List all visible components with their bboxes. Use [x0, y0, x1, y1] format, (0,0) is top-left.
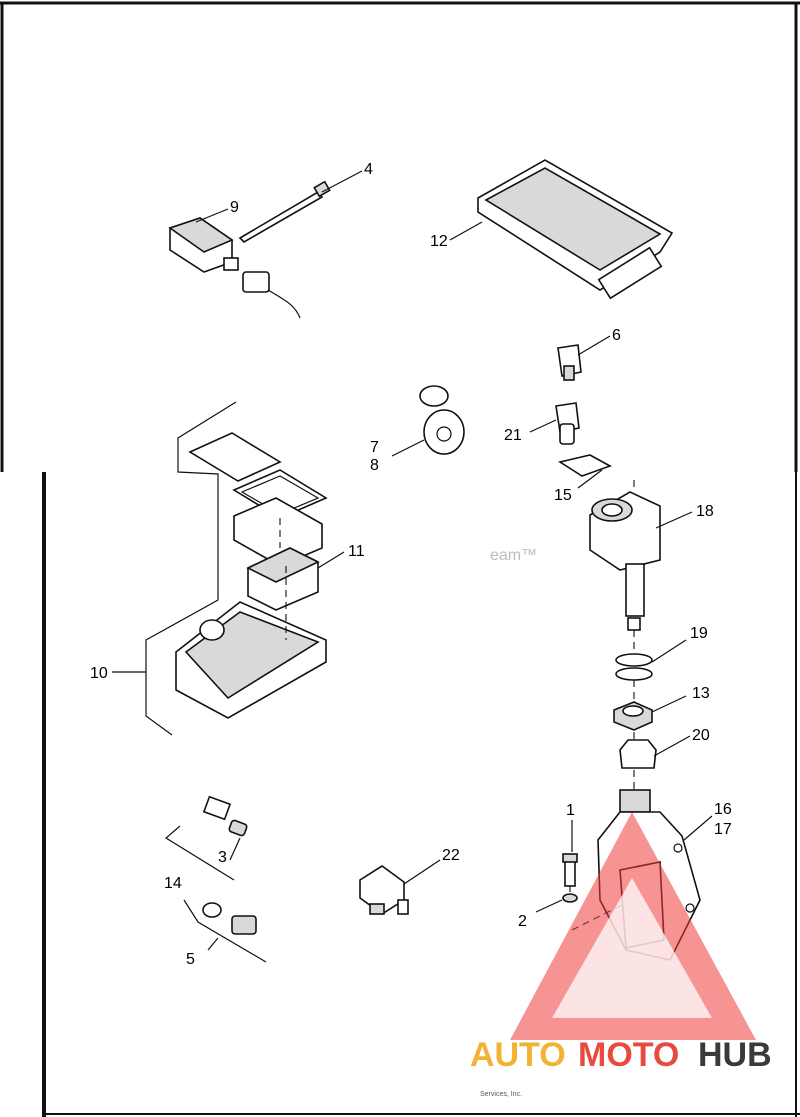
- part-cable-tie: [238, 180, 331, 243]
- footer-credit: Services, Inc.: [480, 1091, 522, 1098]
- part-housing-group: [145, 401, 328, 736]
- watermark-text: eam™: [490, 547, 537, 564]
- label-12: 12: [430, 233, 448, 250]
- label-13: 13: [692, 685, 710, 702]
- part-ignition-housing: [589, 491, 661, 631]
- label-1: 1: [566, 802, 575, 819]
- part-control-module: [477, 159, 674, 300]
- label-19: 19: [690, 625, 708, 642]
- label-15: 15: [554, 487, 572, 504]
- part-sensor-3: [202, 795, 248, 837]
- label-21: 21: [504, 427, 522, 444]
- label-20: 20: [692, 727, 710, 744]
- automotohub-logo: AUTO MOTO HUB: [470, 812, 772, 1074]
- part-bushing: [619, 739, 657, 769]
- part-key-tag: [419, 385, 465, 455]
- label-4: 4: [364, 161, 373, 178]
- label-10: 10: [90, 665, 108, 682]
- label-22: 22: [442, 847, 460, 864]
- part-clip: [557, 454, 612, 477]
- label-6: 6: [612, 327, 621, 344]
- label-3: 3: [218, 849, 227, 866]
- part-switch-22: [359, 865, 409, 915]
- logo-text-auto: AUTO: [470, 1036, 566, 1074]
- logo-text-hub: HUB: [698, 1036, 772, 1074]
- part-labels: 4 9 12 6 21 7 8 15 18 11 10 19 13 20 1 1…: [90, 161, 732, 968]
- part-plug-5: [202, 902, 257, 935]
- part-key-6: [557, 344, 582, 381]
- label-11: 11: [348, 543, 365, 560]
- part-key-21: [555, 402, 580, 445]
- label-17: 17: [714, 821, 732, 838]
- leader-lines: [112, 170, 713, 963]
- label-2: 2: [518, 913, 527, 930]
- part-connector: [168, 217, 301, 319]
- label-18: 18: [696, 503, 714, 520]
- label-5: 5: [186, 951, 195, 968]
- label-16: 16: [714, 801, 732, 818]
- part-washer: [562, 893, 578, 903]
- label-7: 7: [370, 439, 379, 456]
- part-nut: [613, 701, 653, 731]
- label-8: 8: [370, 457, 379, 474]
- label-14: 14: [164, 875, 182, 892]
- part-spring-rings: [615, 653, 653, 681]
- part-screw: [562, 853, 578, 887]
- logo-text-moto: MOTO: [578, 1036, 679, 1074]
- label-9: 9: [230, 199, 239, 216]
